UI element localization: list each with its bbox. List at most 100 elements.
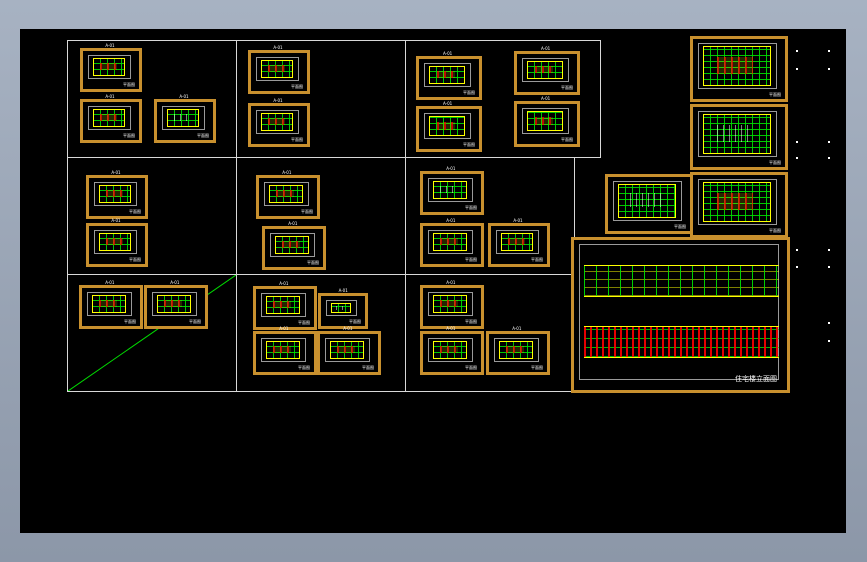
facade-elevation-top: [584, 265, 779, 297]
sheet-tag: A-01: [279, 326, 289, 331]
point-marker: [828, 322, 830, 324]
facade-elevation-bottom: [584, 326, 779, 358]
drawing-sheet[interactable]: A-01 平面图: [318, 288, 368, 329]
sheet-tag: A-01: [279, 281, 289, 286]
point-marker: [796, 157, 798, 159]
floor-plan-thumbnail: [93, 109, 125, 127]
sheet-tag: A-01: [443, 101, 453, 106]
sheet-title: 平面图: [561, 85, 573, 90]
drawing-sheet[interactable]: A-01 平面图: [253, 326, 317, 375]
floor-plan-thumbnail: [330, 341, 364, 359]
floor-plan-thumbnail: [331, 303, 351, 313]
sheet-tag: A-01: [273, 45, 283, 50]
sheet-title: 平面图: [349, 319, 361, 324]
sheet-tag: A-01: [111, 218, 121, 223]
point-marker: [828, 68, 830, 70]
point-marker: [796, 50, 798, 52]
sheet-title: 平面图: [197, 133, 209, 138]
sheet-tag: A-01: [111, 170, 121, 175]
floor-plan-thumbnail: [266, 296, 300, 314]
sheet-title: 平面图: [465, 319, 477, 324]
floor-plan-thumbnail: [92, 295, 126, 313]
drawing-sheet[interactable]: A-01 平面图: [80, 94, 142, 143]
sheet-tag: A-01: [446, 280, 456, 285]
drawing-sheet[interactable]: A-01 平面图: [420, 280, 484, 329]
sheet-tag: A-01: [282, 170, 292, 175]
sheet-title: 平面图: [301, 209, 313, 214]
drawing-sheet[interactable]: A-01 平面图: [253, 281, 317, 330]
sheet-tag: A-01: [443, 51, 453, 56]
elevation-sheet[interactable]: 平面图: [690, 172, 788, 238]
sheet-title: 平面图: [465, 205, 477, 210]
sheet-title: 平面图: [769, 160, 781, 165]
drawing-sheet[interactable]: A-01 平面图: [420, 326, 484, 375]
sheet-title: 平面图: [123, 82, 135, 87]
point-marker: [828, 266, 830, 268]
sheet-tag: A-01: [512, 326, 522, 331]
sheet-tag: A-01: [288, 221, 298, 226]
sheet-title: 平面图: [465, 365, 477, 370]
floor-plan-thumbnail: [527, 61, 563, 79]
sheet-tag: A-01: [446, 326, 456, 331]
elevation-sheet[interactable]: 平面图: [690, 104, 788, 170]
diagonal-construction-line: [68, 275, 236, 391]
sheet-title: 平面图: [123, 133, 135, 138]
sheet-tag: A-01: [105, 43, 115, 48]
sheet-title: 平面图: [769, 228, 781, 233]
sheet-title: 平面图: [298, 365, 310, 370]
point-marker: [828, 50, 830, 52]
point-marker: [828, 249, 830, 251]
elevation-thumbnail: [703, 182, 771, 222]
floor-plan-thumbnail: [429, 66, 465, 84]
sheet-tag: A-01: [105, 280, 115, 285]
facade-sheet[interactable]: 住宅楼立面图: [571, 237, 790, 393]
point-marker: [828, 141, 830, 143]
floor-plan-thumbnail: [527, 111, 563, 131]
floor-plan-thumbnail: [433, 233, 467, 251]
sheet-title: 平面图: [298, 320, 310, 325]
sheet-tag: A-01: [170, 280, 180, 285]
sheet-tag: A-01: [338, 288, 348, 293]
elevation-sheet[interactable]: 平面图: [690, 36, 788, 102]
floor-plan-thumbnail: [99, 233, 131, 251]
sheet-title: 平面图: [674, 224, 686, 229]
sheet-title: 平面图: [291, 137, 303, 142]
floor-plan-thumbnail: [93, 58, 125, 76]
section-drawing-sheet[interactable]: 平面图: [605, 174, 693, 234]
floor-plan-thumbnail: [261, 60, 293, 78]
facade-sheet-title: 住宅楼立面图: [735, 375, 777, 383]
sheet-title: 平面图: [189, 319, 201, 324]
sheet-tag: A-01: [105, 94, 115, 99]
drawing-sheet[interactable]: A-01 平面图: [420, 166, 484, 215]
drawing-sheet[interactable]: A-01 平面图: [154, 94, 216, 143]
sheet-tag: A-01: [446, 166, 456, 171]
elevation-thumbnail: [703, 46, 771, 86]
sheet-tag: A-01: [179, 94, 189, 99]
point-marker: [796, 249, 798, 251]
floor-plan-thumbnail: [269, 185, 303, 203]
floor-plan-thumbnail: [429, 116, 465, 136]
drawing-sheet[interactable]: A-01 平面图: [144, 280, 208, 329]
floor-plan-thumbnail: [99, 185, 131, 203]
floor-plan-thumbnail: [433, 181, 467, 199]
drawing-sheet[interactable]: A-01 平面图: [256, 170, 320, 219]
sheet-tag: A-01: [513, 218, 523, 223]
drawing-sheet[interactable]: A-01 平面图: [80, 43, 142, 92]
section-thumbnail: [618, 184, 676, 218]
sheet-tag: A-01: [541, 96, 551, 101]
